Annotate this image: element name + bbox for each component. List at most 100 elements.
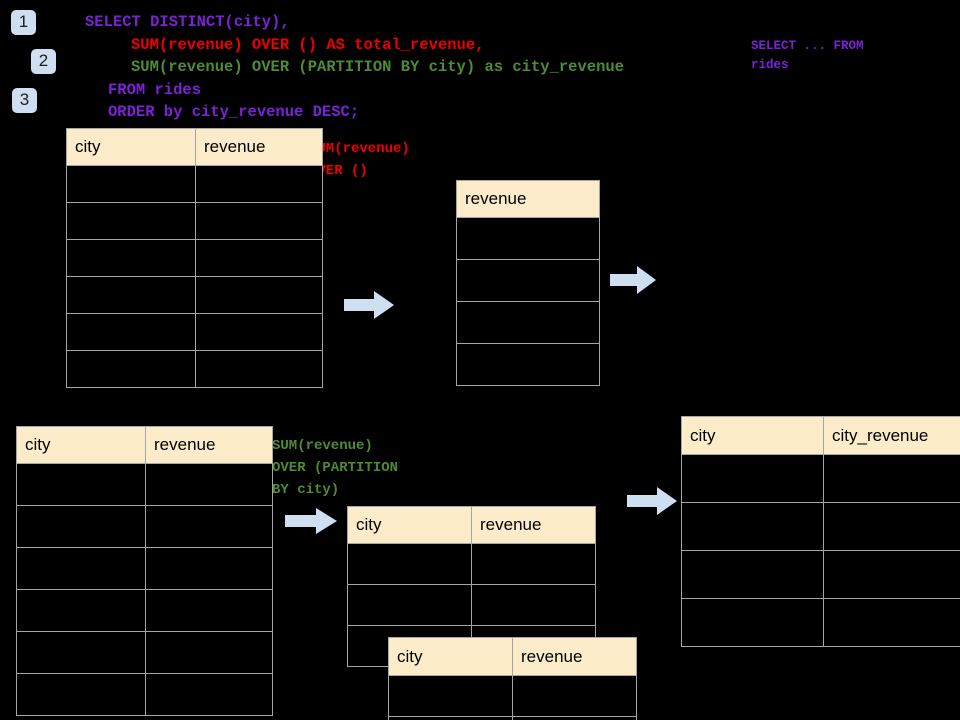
cell-city xyxy=(66,313,196,351)
cell-revenue xyxy=(512,716,637,720)
cell-revenue xyxy=(456,217,600,260)
cell-city xyxy=(16,547,146,590)
arrow-right-icon-4 xyxy=(627,487,677,515)
cell-revenue xyxy=(195,239,323,277)
table-partition-2: city revenue xyxy=(388,637,637,720)
step-badge-1[interactable]: 1 xyxy=(11,10,36,35)
column-header-revenue: revenue xyxy=(512,637,637,676)
table-total-revenue: revenue xyxy=(456,180,600,386)
column-header-city: city xyxy=(347,506,472,544)
cell-revenue xyxy=(195,165,323,203)
table-header-row: city revenue xyxy=(388,637,637,676)
cell-city xyxy=(66,350,196,388)
table-row xyxy=(16,673,273,716)
cell-city xyxy=(388,675,513,717)
cell-revenue xyxy=(145,505,273,548)
cell-city xyxy=(16,631,146,674)
cell-city-revenue xyxy=(823,502,960,551)
table-row xyxy=(388,716,637,720)
table-row xyxy=(456,301,600,344)
table-row xyxy=(16,631,273,674)
cell-revenue xyxy=(512,675,637,717)
cell-city xyxy=(66,202,196,240)
cell-revenue xyxy=(145,673,273,716)
sql-line-select: SELECT DISTINCT(city), xyxy=(85,13,290,31)
table-header-row: city revenue xyxy=(66,128,323,166)
arrow-right-icon-3 xyxy=(285,508,337,534)
arrow-right-icon-1 xyxy=(344,291,394,319)
table-rides-source: city revenue xyxy=(66,128,323,388)
table-row xyxy=(16,547,273,590)
cell-city xyxy=(16,463,146,506)
table-header-row: city city_revenue xyxy=(681,416,960,455)
column-header-city: city xyxy=(16,426,146,464)
cell-city xyxy=(388,716,513,720)
column-header-city: city xyxy=(681,416,824,455)
column-header-revenue: revenue xyxy=(195,128,323,166)
table-final-result: city city_revenue xyxy=(681,416,960,647)
table-row xyxy=(681,502,960,551)
table-row xyxy=(66,350,323,388)
table-row xyxy=(66,239,323,277)
cell-city xyxy=(681,598,824,647)
cell-city xyxy=(347,543,472,585)
table-row xyxy=(66,165,323,203)
table-row xyxy=(16,505,273,548)
column-header-city: city xyxy=(388,637,513,676)
cell-revenue xyxy=(456,259,600,302)
cell-city-revenue xyxy=(823,598,960,647)
cell-city xyxy=(16,505,146,548)
table-row xyxy=(681,454,960,503)
cell-revenue xyxy=(145,463,273,506)
table-rides-source-2: city revenue xyxy=(16,426,273,716)
cell-revenue xyxy=(145,547,273,590)
step-badge-3[interactable]: 3 xyxy=(12,88,37,113)
cell-revenue xyxy=(195,313,323,351)
cell-city-revenue xyxy=(823,550,960,599)
table-row xyxy=(16,589,273,632)
column-header-city-revenue: city_revenue xyxy=(823,416,960,455)
column-header-revenue: revenue xyxy=(471,506,596,544)
table-row xyxy=(456,259,600,302)
cell-revenue xyxy=(456,343,600,386)
table-row xyxy=(66,313,323,351)
cell-city xyxy=(66,239,196,277)
cell-revenue xyxy=(456,301,600,344)
cell-city xyxy=(681,454,824,503)
table-row xyxy=(456,343,600,386)
sql-line-total-revenue: SUM(revenue) OVER () AS total_revenue, xyxy=(131,36,485,54)
table-row xyxy=(66,276,323,314)
cell-revenue xyxy=(195,350,323,388)
sql-line-city-revenue: SUM(revenue) OVER (PARTITION BY city) as… xyxy=(131,58,624,76)
cell-revenue xyxy=(195,276,323,314)
cell-city xyxy=(16,673,146,716)
cell-revenue xyxy=(145,589,273,632)
cell-revenue xyxy=(145,631,273,674)
cell-city xyxy=(347,584,472,626)
column-header-city: city xyxy=(66,128,196,166)
annotation-city-revenue: SUM(revenue) OVER (PARTITION BY city) xyxy=(272,438,399,498)
table-header-row: city revenue xyxy=(347,506,596,544)
table-row xyxy=(66,202,323,240)
table-row xyxy=(681,598,960,647)
table-header-row: revenue xyxy=(456,180,600,218)
cell-city xyxy=(681,502,824,551)
table-row xyxy=(347,543,596,585)
cell-city-revenue xyxy=(823,454,960,503)
table-row xyxy=(347,584,596,626)
table-header-row: city revenue xyxy=(16,426,273,464)
cell-city xyxy=(66,165,196,203)
table-row xyxy=(388,675,637,717)
cell-revenue xyxy=(195,202,323,240)
cell-revenue xyxy=(471,543,596,585)
sql-side-note: SELECT ... FROM rides xyxy=(751,39,864,72)
arrow-right-icon-2 xyxy=(610,266,656,294)
table-row xyxy=(681,550,960,599)
cell-city xyxy=(66,276,196,314)
table-row xyxy=(16,463,273,506)
step-badge-2[interactable]: 2 xyxy=(31,49,56,74)
table-row xyxy=(456,217,600,260)
cell-city xyxy=(681,550,824,599)
cell-revenue xyxy=(471,584,596,626)
